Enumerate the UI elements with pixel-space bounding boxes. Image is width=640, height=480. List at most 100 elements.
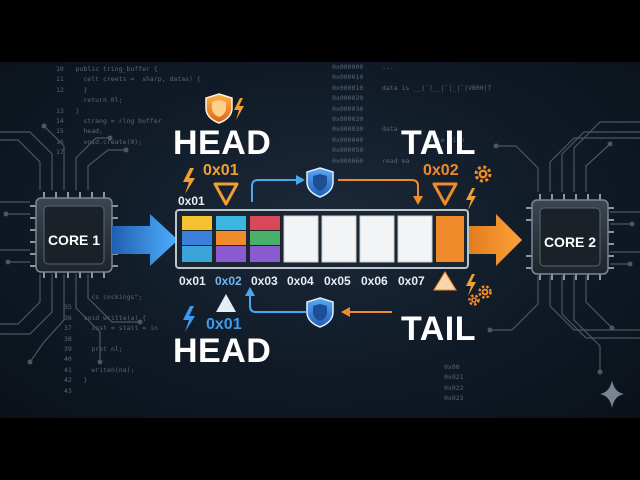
tail-label-top: TAIL bbox=[401, 124, 477, 162]
gear-icon bbox=[474, 165, 492, 183]
input-arrow-icon bbox=[112, 214, 178, 266]
buffer-index-3: 0x03 bbox=[251, 274, 278, 288]
code-line: 36 void writte(a) { bbox=[64, 313, 147, 322]
lightning-icon bbox=[466, 274, 476, 296]
diagram-canvas: 10 public tring_buffer { 11 celt creets =… bbox=[0, 62, 640, 418]
lightning-icon bbox=[183, 306, 195, 332]
buffer-cell-4 bbox=[283, 215, 319, 263]
buffer-index-6: 0x06 bbox=[361, 274, 388, 288]
shield-icon bbox=[205, 93, 233, 124]
buffer-cell-2 bbox=[216, 216, 246, 262]
buffer-start-hex: 0x01 bbox=[178, 194, 205, 208]
bottom-flow-arrowhead-right bbox=[341, 307, 350, 317]
code-line: 41 writen(na); bbox=[64, 365, 135, 374]
code-snippet-top-left: 10 public tring_buffer { 11 celt creets =… bbox=[56, 64, 201, 158]
head-top-hex: 0x01 bbox=[203, 162, 239, 179]
code-line: 39 pret nl; bbox=[64, 345, 123, 354]
circuit-traces-right bbox=[490, 121, 640, 372]
code-line: 40 bbox=[64, 355, 72, 364]
code-line: 10 public tring_buffer { bbox=[56, 65, 158, 73]
top-flow-arrow-left bbox=[251, 179, 296, 202]
code-line: 0x000020 bbox=[332, 94, 364, 103]
circuit-nodes-left bbox=[3, 123, 143, 365]
lightning-icon bbox=[234, 98, 244, 120]
tail-top-hex: 0x02 bbox=[423, 162, 459, 179]
shield-icon bbox=[306, 297, 334, 328]
head-top-pointer-icon bbox=[213, 182, 239, 206]
code-line: ... bbox=[382, 63, 394, 71]
tail-bottom-pointer-icon bbox=[433, 271, 457, 291]
buffer-index-2: 0x02 bbox=[215, 274, 242, 288]
shield-icon bbox=[306, 167, 334, 198]
diagram-graphics bbox=[0, 93, 640, 408]
buffer-cell-tail bbox=[436, 216, 464, 262]
code-line: 43 bbox=[64, 386, 72, 395]
buffer-index-5: 0x05 bbox=[324, 274, 351, 288]
tail-label-bottom: TAIL bbox=[401, 310, 477, 348]
code-line: 37 inst = statt = in bbox=[64, 324, 158, 333]
core-1-chip-icon bbox=[30, 192, 118, 278]
buffer-index-1: 0x01 bbox=[179, 274, 206, 288]
code-line: 0x000060 bbox=[332, 156, 364, 165]
head-label-bottom: HEAD bbox=[173, 332, 272, 370]
head-bottom-pointer-icon bbox=[216, 294, 236, 312]
code-line: 14 strang = rlng buffer bbox=[56, 117, 162, 126]
buffer-cell-5 bbox=[321, 215, 357, 263]
code-line: cs cockings"; bbox=[64, 293, 143, 301]
core-2-chip-icon bbox=[526, 194, 614, 280]
code-line: 0x000010 bbox=[332, 73, 364, 82]
code-line: data bbox=[382, 125, 398, 134]
code-line: 0x000030 bbox=[332, 104, 364, 113]
buffer-cell-7 bbox=[397, 215, 433, 263]
code-line: 38 bbox=[64, 334, 72, 343]
code-line: 17 bbox=[56, 148, 64, 157]
code-line: 11 celt creets = sharp, datas) { bbox=[56, 75, 201, 84]
top-flow-arrowhead-left bbox=[296, 175, 305, 185]
gear-icon bbox=[478, 285, 492, 299]
code-line: data is __|‾|__|‾|_|‾|VB00|T bbox=[382, 83, 492, 92]
bottom-flow-arrow-left bbox=[249, 294, 306, 313]
code-line: read ma bbox=[382, 156, 410, 165]
code-line: 0x000050 bbox=[332, 146, 364, 155]
code-line: 0x023 bbox=[444, 394, 464, 403]
tail-top-pointer-icon bbox=[432, 182, 458, 206]
top-flow-arrowhead-right bbox=[413, 196, 423, 205]
lightning-icon bbox=[466, 188, 476, 210]
sparkle-icon bbox=[600, 380, 624, 408]
lightning-icon bbox=[183, 168, 195, 194]
code-line: 0x00 bbox=[444, 363, 460, 371]
circuit-nodes-right bbox=[487, 141, 635, 375]
top-flow-arrow-right bbox=[338, 179, 419, 198]
code-text-right: ... data is __|‾|__|‾|_|‾|VB00|T data by… bbox=[382, 62, 492, 166]
code-line: return 0l; bbox=[56, 96, 123, 105]
buffer-cell-3 bbox=[250, 216, 280, 262]
code-line: 0x022 bbox=[444, 383, 464, 392]
buffer-cell-1 bbox=[182, 216, 212, 262]
code-line: 0x000030 bbox=[332, 125, 364, 134]
code-line: 0x000010 bbox=[332, 83, 364, 92]
code-line: 35 bbox=[64, 303, 72, 312]
core-1-label: CORE 1 bbox=[47, 232, 101, 248]
core-2-label: CORE 2 bbox=[543, 234, 597, 250]
gear-icon bbox=[468, 294, 480, 306]
code-line: 12 } bbox=[56, 85, 88, 94]
code-line: 42 } bbox=[64, 376, 88, 385]
code-line: 0x000000 bbox=[332, 63, 364, 71]
bottom-flow-arrowhead-left bbox=[245, 287, 255, 296]
output-arrow-icon bbox=[466, 214, 522, 266]
buffer-cell-6 bbox=[359, 215, 395, 263]
code-line: 15 head; bbox=[56, 127, 103, 136]
code-line: 0x000040 bbox=[332, 135, 364, 144]
code-line: 13 } bbox=[56, 106, 80, 115]
code-line: byte with bbox=[382, 135, 465, 144]
buffer-index-7: 0x07 bbox=[398, 274, 425, 288]
circuit-traces-left bbox=[0, 125, 140, 363]
head-bottom-hex: 0x01 bbox=[206, 316, 242, 333]
buffer-index-4: 0x04 bbox=[287, 274, 314, 288]
code-line: 0x000020 bbox=[332, 115, 364, 124]
head-label-top: HEAD bbox=[173, 124, 272, 162]
code-line: 0x021 bbox=[444, 373, 464, 382]
